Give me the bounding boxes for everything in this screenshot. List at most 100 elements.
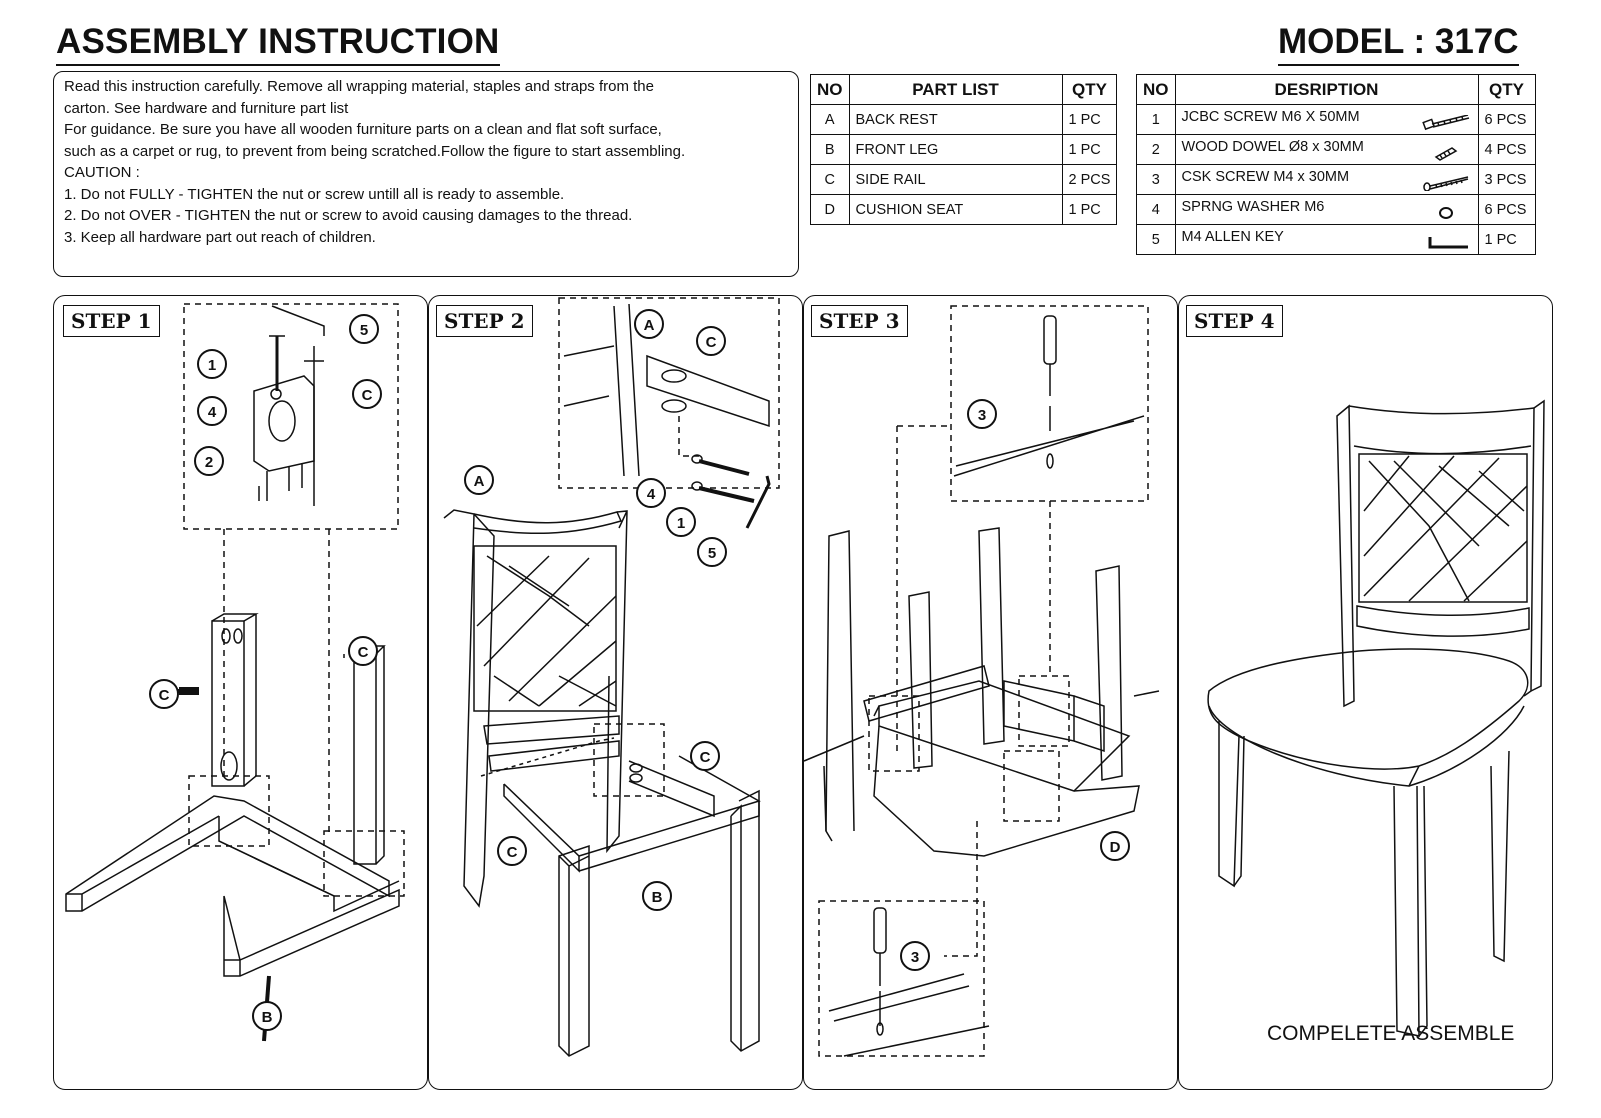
- model-number: MODEL : 317C: [1278, 22, 1519, 66]
- step-3-label: STEP 3: [811, 305, 908, 337]
- svg-text:D: D: [1110, 839, 1121, 856]
- complete-assemble-label: COMPELETE ASSEMBLE: [1267, 1022, 1515, 1045]
- step-2-label: STEP 2: [436, 305, 533, 337]
- svg-text:C: C: [507, 844, 518, 861]
- svg-text:4: 4: [647, 486, 656, 503]
- callout-b: B: [642, 881, 672, 911]
- callout-3: 3: [967, 399, 997, 429]
- step-2-panel: STEP 2: [428, 295, 803, 1090]
- callout-b: B: [252, 1001, 282, 1031]
- table-row: A BACK REST 1 PC: [810, 104, 1118, 135]
- column-header: DESRIPTION: [1174, 74, 1479, 105]
- svg-text:5: 5: [708, 545, 716, 562]
- callout-2: 2: [194, 446, 224, 476]
- part-qty: 1 PC: [1061, 104, 1118, 135]
- hw-desc: WOOD DOWEL Ø8 x 30MM: [1181, 138, 1364, 155]
- part-qty: 1 PC: [1061, 134, 1118, 165]
- svg-text:C: C: [159, 687, 170, 704]
- callout-c: C: [352, 379, 382, 409]
- callout-1: 1: [197, 349, 227, 379]
- callout-c: C: [690, 741, 720, 771]
- hw-qty: 6 PCS: [1477, 194, 1536, 225]
- svg-text:B: B: [262, 1009, 273, 1026]
- table-row: 3 CSK SCREW M4 x 30MM 3 PCS: [1136, 164, 1536, 195]
- callout-c: C: [497, 836, 527, 866]
- hw-desc: JCBC SCREW M6 X 50MM: [1181, 108, 1360, 125]
- caution-item: 2. Do not OVER - TIGHTEN the nut or scre…: [64, 207, 633, 224]
- callout-c: C: [149, 679, 179, 709]
- table-row: C SIDE RAIL 2 PCS: [810, 164, 1118, 195]
- svg-text:3: 3: [911, 949, 919, 966]
- column-header: NO: [1136, 74, 1176, 105]
- part-no: B: [810, 134, 850, 165]
- callout-c: C: [348, 636, 378, 666]
- callout-4: 4: [197, 396, 227, 426]
- hw-desc: SPRNG WASHER M6: [1181, 198, 1325, 215]
- svg-text:1: 1: [677, 515, 685, 532]
- svg-text:C: C: [358, 644, 369, 661]
- column-header: NO: [810, 74, 850, 105]
- part-name: BACK REST: [848, 104, 1063, 135]
- column-header: QTY: [1477, 74, 1536, 105]
- step-4-panel: STEP 4: [1178, 295, 1553, 1090]
- caution-item: 3. Keep all hardware part out reach of c…: [64, 228, 376, 246]
- table-row: B FRONT LEG 1 PC: [810, 134, 1118, 165]
- hw-desc: M4 ALLEN KEY: [1181, 228, 1284, 245]
- table-row: 1 JCBC SCREW M6 X 50MM 6 PCS: [1136, 104, 1536, 135]
- callout-c: C: [696, 326, 726, 356]
- hw-desc-cell: WOOD DOWEL Ø8 x 30MM: [1174, 134, 1479, 165]
- part-name: FRONT LEG: [848, 134, 1063, 165]
- callout-a: A: [464, 465, 494, 495]
- hw-desc-cell: M4 ALLEN KEY: [1174, 224, 1479, 255]
- svg-text:C: C: [362, 387, 373, 404]
- step-3-panel: STEP 3: [803, 295, 1178, 1090]
- hardware-list-table: NO DESRIPTION QTY 1 JCBC SCREW M6 X 50MM…: [1136, 74, 1536, 255]
- svg-text:A: A: [474, 473, 485, 490]
- hw-desc-cell: JCBC SCREW M6 X 50MM: [1174, 104, 1479, 135]
- intro-line: For guidance. Be sure you have all woode…: [64, 121, 662, 138]
- hw-qty: 1 PC: [1477, 224, 1536, 255]
- step-1-panel: STEP 1: [53, 295, 428, 1090]
- svg-text:1: 1: [208, 357, 216, 374]
- hw-desc: CSK SCREW M4 x 30MM: [1181, 168, 1350, 185]
- intro-line: carton. See hardware and furniture part …: [64, 99, 349, 117]
- caution-heading: CAUTION :: [64, 164, 140, 181]
- washer-icon: [1438, 206, 1453, 219]
- callout-1: 1: [666, 507, 696, 537]
- callout-3: 3: [900, 941, 930, 971]
- hw-qty: 6 PCS: [1477, 104, 1536, 135]
- hw-desc-cell: CSK SCREW M4 x 30MM: [1174, 164, 1479, 195]
- svg-text:A: A: [644, 317, 655, 334]
- part-qty: 2 PCS: [1061, 164, 1118, 195]
- hw-no: 5: [1136, 224, 1176, 255]
- hw-no: 4: [1136, 194, 1176, 225]
- svg-text:4: 4: [208, 404, 217, 421]
- dowel-icon: [1434, 146, 1457, 161]
- callout-5: 5: [349, 314, 379, 344]
- svg-text:C: C: [706, 334, 717, 351]
- hw-no: 1: [1136, 104, 1176, 135]
- hw-no: 2: [1136, 134, 1176, 165]
- callout-d: D: [1100, 831, 1130, 861]
- hw-qty: 3 PCS: [1477, 164, 1536, 195]
- svg-text:B: B: [652, 889, 663, 906]
- intro-line: such as a carpet or rug, to prevent from…: [64, 142, 686, 160]
- step-4-label: STEP 4: [1186, 305, 1283, 337]
- svg-text:C: C: [700, 749, 711, 766]
- intro-line: Read this instruction carefully. Remove …: [64, 78, 654, 95]
- hw-no: 3: [1136, 164, 1176, 195]
- bolt-icon: [1421, 114, 1469, 130]
- step-2-diagram: A C 4 1 5 A C C B: [443, 297, 780, 1057]
- column-header: QTY: [1061, 74, 1118, 105]
- step-1-diagram: 1 4 2 5 C C C B: [65, 303, 405, 1042]
- part-list-table: NO PART LIST QTY A BACK REST 1 PC B FRON…: [810, 74, 1118, 225]
- step-1-label: STEP 1: [63, 305, 160, 337]
- part-no: A: [810, 104, 850, 135]
- callout-4: 4: [636, 478, 666, 508]
- screw-icon: [1422, 175, 1468, 191]
- table-row: 4 SPRNG WASHER M6 6 PCS: [1136, 194, 1536, 225]
- caution-item: 1. Do not FULLY - TIGHTEN the nut or scr…: [64, 185, 565, 203]
- callout-a: A: [634, 309, 664, 339]
- page-title: ASSEMBLY INSTRUCTION: [56, 22, 500, 66]
- table-row: 5 M4 ALLEN KEY 1 PC: [1136, 224, 1536, 255]
